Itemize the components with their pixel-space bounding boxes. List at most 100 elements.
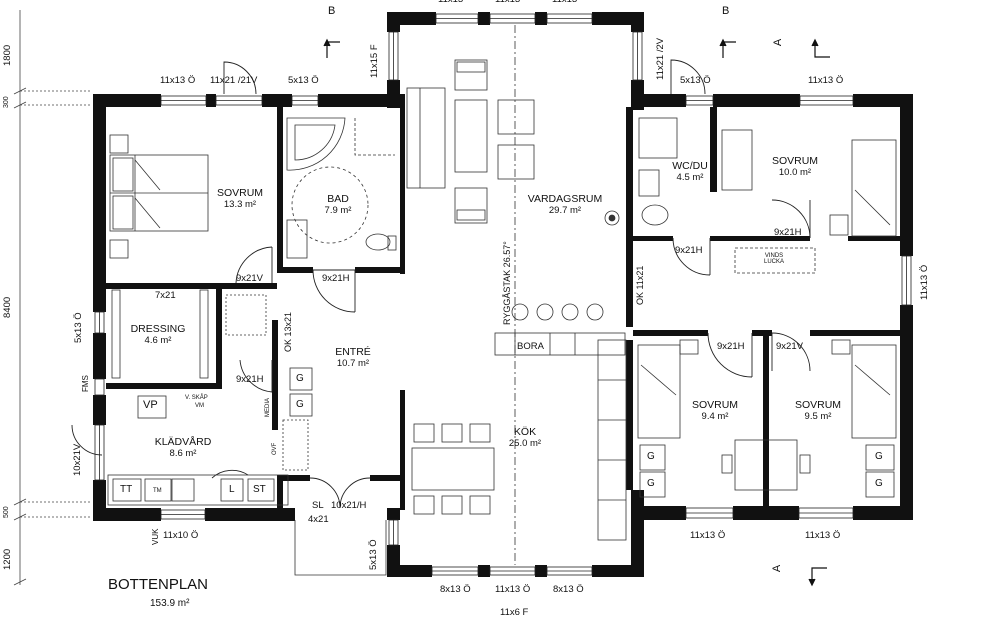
room-area: 25.0 m² xyxy=(508,438,542,449)
vp-label: VP xyxy=(143,399,158,411)
plan-title: BOTTENPLAN xyxy=(108,576,209,593)
room-sovrum-nw: SOVRUM 13.3 m² xyxy=(200,187,280,211)
plan-total-area: 153.9 m² xyxy=(150,598,190,609)
room-name: SOVRUM xyxy=(691,399,739,411)
room-dressing: DRESSING 4.6 m² xyxy=(118,323,198,347)
section-marker-a-top: A xyxy=(772,38,785,47)
door-label: 7x21 xyxy=(155,290,176,301)
room-area: 13.3 m² xyxy=(223,199,257,210)
room-name: WC/DU xyxy=(672,160,708,172)
window-label-vertical: 11x15 F xyxy=(369,44,380,78)
dimension-lines xyxy=(13,10,90,586)
vinds-lucka-label: VINDS LUCKA xyxy=(763,253,784,265)
tt-label: TT xyxy=(120,484,133,495)
door-label: 9x21H xyxy=(675,245,703,256)
furniture xyxy=(107,25,897,576)
door-label: 4x21 xyxy=(308,514,329,525)
roof-slope-label: RYGGÅSTAK 26.57° xyxy=(502,241,512,325)
dimension-label: 1800 xyxy=(2,44,13,66)
window-label-vertical: 10x21V xyxy=(72,443,83,476)
room-name: VARDAGSRUM xyxy=(527,193,603,205)
door-label: 9x21H xyxy=(774,227,802,238)
room-sovrum-se2: SOVRUM 9.5 m² xyxy=(778,399,858,423)
door-label: SL xyxy=(312,500,324,511)
ovf-label: OVF xyxy=(272,442,278,455)
window-label: 11x13 xyxy=(552,0,577,5)
room-name: KÖK xyxy=(513,426,537,438)
window-label: 11x13 Ö xyxy=(690,530,726,541)
room-name: SOVRUM xyxy=(794,399,842,411)
fms-label: FMS xyxy=(81,375,90,392)
dimension-label: 500 xyxy=(3,506,10,518)
vm-label: VM xyxy=(195,403,204,409)
room-name: KLÄDVÅRD xyxy=(154,436,212,448)
door-label: 10x21/H xyxy=(331,500,367,511)
door-label: 9x21H xyxy=(236,374,264,385)
room-area: 9.4 m² xyxy=(701,411,729,422)
room-bad: BAD 7.9 m² xyxy=(308,193,368,217)
section-marker-b-left: B xyxy=(328,5,336,17)
window-label: 11x13 xyxy=(438,0,463,5)
room-area: 4.6 m² xyxy=(144,335,172,346)
dimension-label: 8400 xyxy=(2,296,13,318)
door-label: 9x21H xyxy=(322,273,350,284)
g-label: G xyxy=(296,373,304,384)
window-label-vertical: 5x13 Ö xyxy=(73,312,84,343)
window-label: 11x13 Ö xyxy=(160,75,196,86)
window-label-vertical: 5x13 Ö xyxy=(368,539,379,570)
window-label-vertical: 11x21 /2V xyxy=(655,37,666,80)
room-area: 10.0 m² xyxy=(778,167,812,178)
window-label: 8x13 Ö xyxy=(553,584,584,595)
window-label: 5x13 Ö xyxy=(288,75,319,86)
section-marker-a-bottom: A xyxy=(771,564,784,573)
windows xyxy=(94,13,912,576)
window-label-vertical: 11x13 Ö xyxy=(919,264,930,300)
room-vardagsrum: VARDAGSRUM 29.7 m² xyxy=(515,193,615,217)
g-label: G xyxy=(875,451,883,462)
room-area: 29.7 m² xyxy=(548,205,582,216)
vuk-label: VUK xyxy=(151,528,160,545)
ok-label: OK 11x21 xyxy=(635,265,645,305)
door-label: 9x21V xyxy=(776,341,803,352)
window-label: 5x13 Ö xyxy=(680,75,711,86)
vskap-label: V. SKÅP xyxy=(185,395,208,401)
section-marker-b-right: B xyxy=(722,5,730,17)
window-label: 11x21 /21V xyxy=(210,75,258,86)
st-label: ST xyxy=(253,484,266,495)
section-markers xyxy=(323,38,830,587)
g-label: G xyxy=(875,478,883,489)
room-area: 8.6 m² xyxy=(169,448,197,459)
l-label: L xyxy=(229,484,235,495)
room-sovrum-ne: SOVRUM 10.0 m² xyxy=(755,155,835,179)
window-label: 11x13 Ö xyxy=(808,75,844,86)
door-label: 9x21V xyxy=(236,273,263,284)
room-area: 10.7 m² xyxy=(336,358,370,369)
window-label: 11x13 Ö xyxy=(495,584,531,595)
window-label: 11x10 Ö xyxy=(163,530,199,541)
bora-label: BORA xyxy=(517,341,544,352)
room-kok: KÖK 25.0 m² xyxy=(495,426,555,450)
door-label: 9x21H xyxy=(717,341,745,352)
dimension-label: 1200 xyxy=(2,548,13,570)
room-wc-du: WC/DU 4.5 m² xyxy=(660,160,720,184)
g-label: G xyxy=(296,399,304,410)
window-label: 11x6 F xyxy=(500,607,529,618)
doors xyxy=(71,59,811,509)
room-area: 7.9 m² xyxy=(324,205,352,216)
dimension-label: 300 xyxy=(3,96,10,108)
exterior-walls xyxy=(93,12,913,577)
room-entre: ENTRÉ 10.7 m² xyxy=(318,346,388,370)
room-area: 4.5 m² xyxy=(676,172,704,183)
media-label: MEDIA xyxy=(265,397,271,417)
room-name: ENTRÉ xyxy=(335,346,371,358)
g-label: G xyxy=(647,451,655,462)
room-name: SOVRUM xyxy=(216,187,264,199)
room-name: BAD xyxy=(327,193,349,205)
room-name: DRESSING xyxy=(130,323,186,335)
g-label: G xyxy=(647,478,655,489)
tm-label: TM xyxy=(153,488,162,494)
window-label: 8x13 Ö xyxy=(440,584,471,595)
room-name: SOVRUM xyxy=(771,155,819,167)
interior-walls xyxy=(106,94,900,520)
